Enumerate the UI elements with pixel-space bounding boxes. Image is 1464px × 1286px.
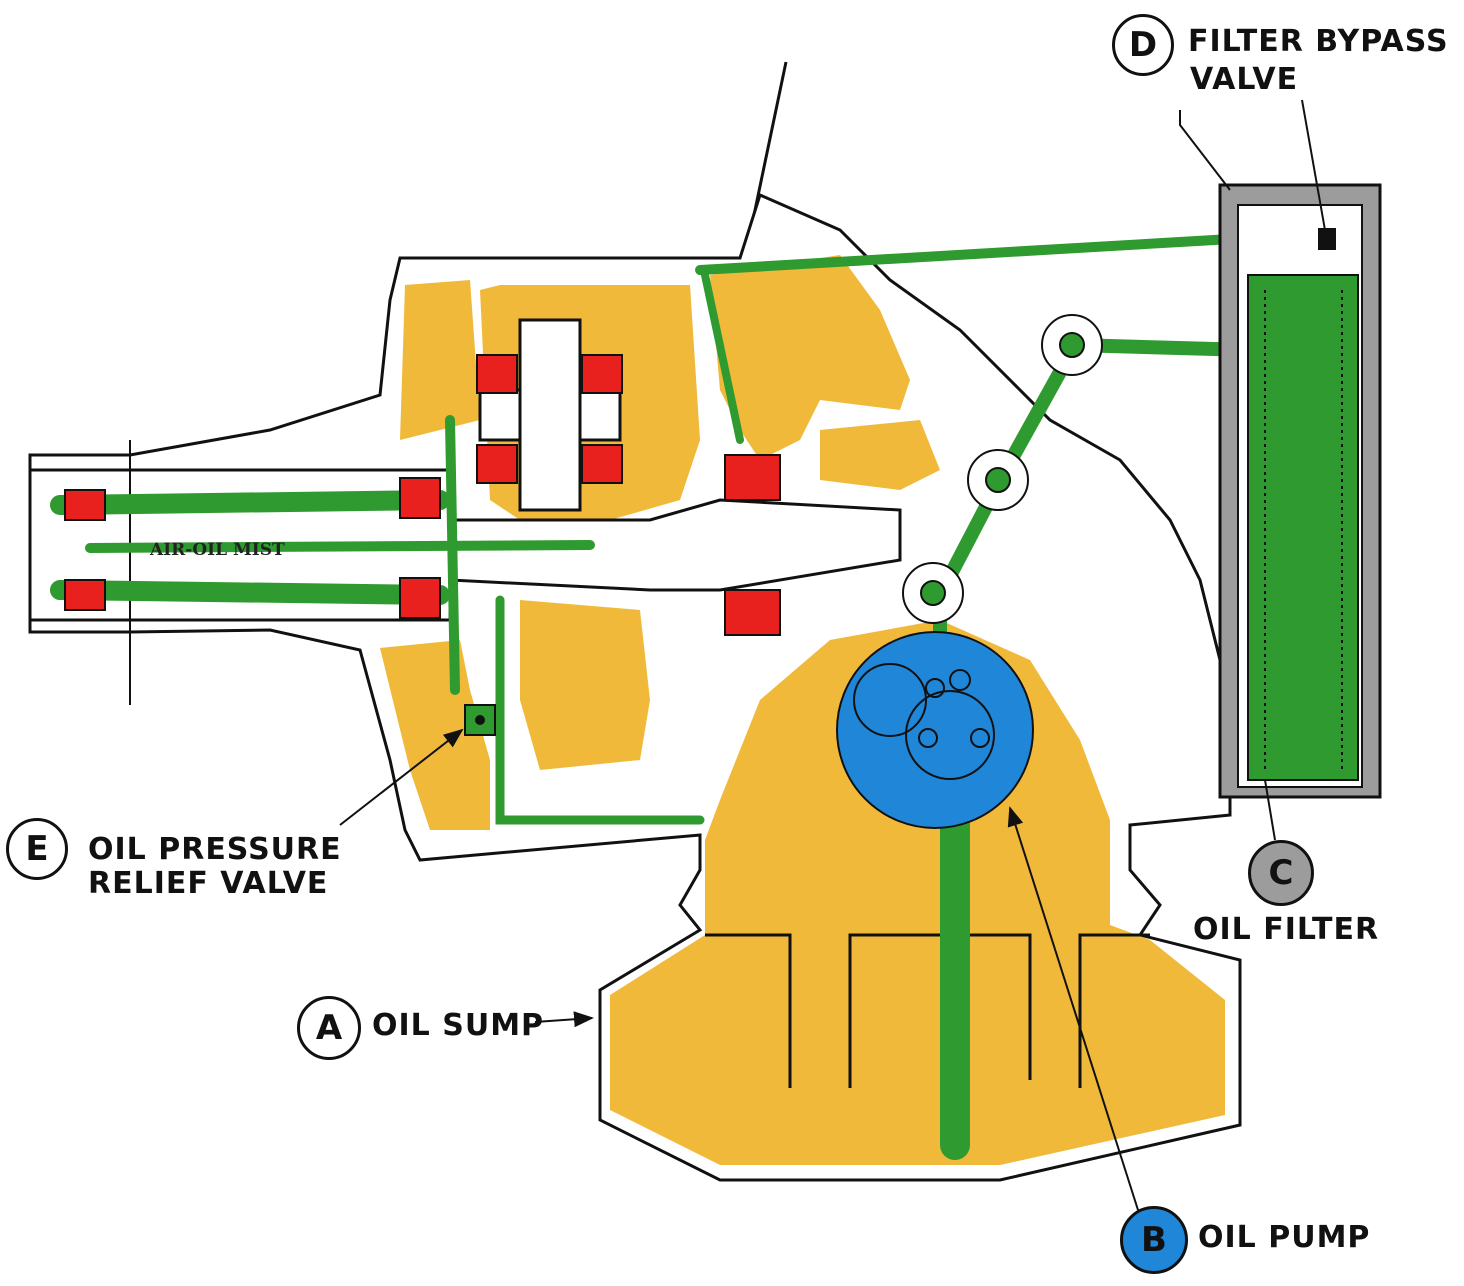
upper-gear (518, 318, 582, 512)
relief-valve-label-line2: RELIEF VALVE (88, 866, 329, 901)
bearings (64, 354, 781, 636)
pivot-joints (902, 314, 1103, 624)
label-c-badge: C (1248, 840, 1314, 906)
bearing (581, 354, 623, 394)
air-oil-mist-label: AIR-OIL MIST (149, 540, 285, 560)
label-e-badge: E (6, 818, 68, 880)
bearing (724, 454, 781, 501)
oil-filter-canister (1218, 183, 1382, 799)
bearing (64, 579, 106, 611)
main-shaft (448, 498, 902, 592)
upper-oil-cavity (400, 280, 480, 440)
relief-valve-label-line1: OIL PRESSURE (88, 832, 342, 867)
bearing (399, 577, 441, 619)
oil-pump-label: OIL PUMP (1198, 1220, 1371, 1255)
upper-right-cavity (710, 255, 910, 460)
bearing (64, 489, 106, 521)
bearing (476, 444, 518, 484)
label-a-badge: A (297, 996, 361, 1060)
oil-pump (836, 631, 1034, 829)
bearing (476, 354, 518, 394)
oil-sump-label: OIL SUMP (372, 1008, 545, 1043)
sump-baffle-left (705, 933, 792, 1088)
lower-gear-cavity (520, 600, 650, 770)
label-d-badge: D (1112, 14, 1174, 76)
relief-valve-body (464, 704, 496, 736)
lower-left-cavity (380, 640, 490, 830)
relief-valve-ball (475, 715, 485, 725)
mid-right-cavity (820, 420, 940, 490)
bearing (581, 444, 623, 484)
filter-bypass-label-line2: VALVE (1190, 62, 1299, 97)
sump-body (610, 620, 1225, 1165)
label-leaders (339, 99, 1326, 1211)
sump-baffle-right (1078, 933, 1150, 1088)
bearing (399, 477, 441, 519)
bearing (724, 589, 781, 636)
filter-bypass-label-line1: FILTER BYPASS (1188, 24, 1449, 59)
label-b-badge: B (1120, 1206, 1188, 1274)
oil-filter-label: OIL FILTER (1193, 912, 1380, 947)
